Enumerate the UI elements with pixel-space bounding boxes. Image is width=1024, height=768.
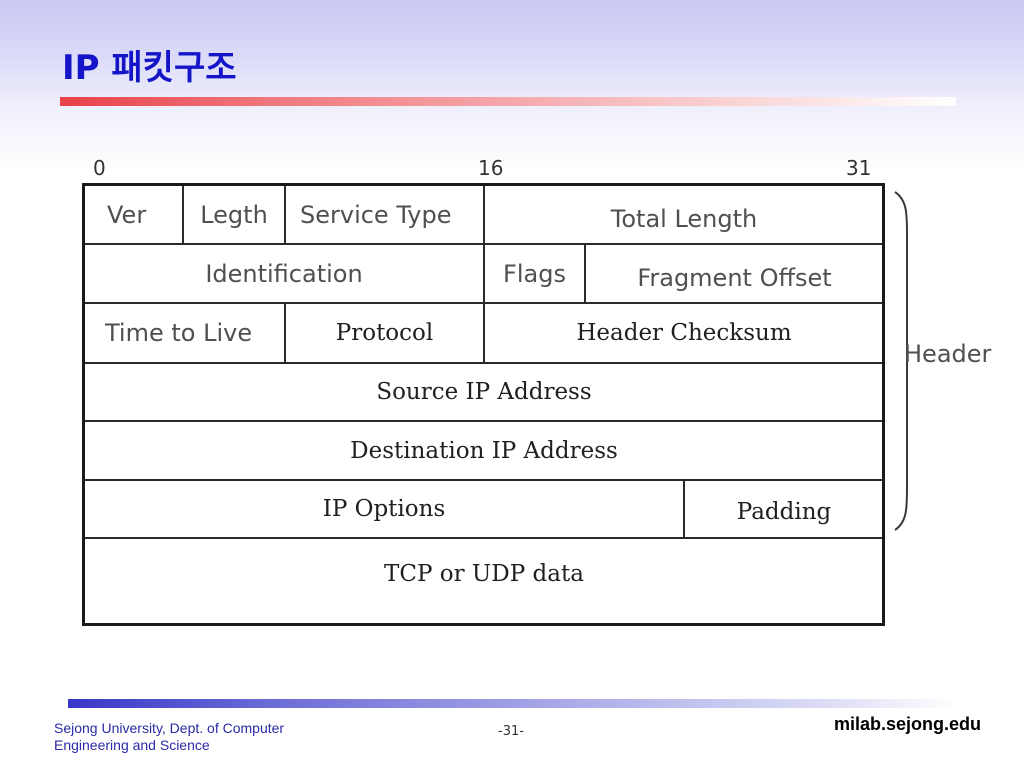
field-flags: Flags [503, 259, 566, 288]
field-padding: Padding [736, 499, 832, 525]
field-fragment-offset: Fragment Offset [637, 263, 832, 292]
column-divider [284, 303, 286, 363]
field-payload: TCP or UDP data [384, 561, 584, 587]
field-ver: Ver [107, 200, 147, 229]
title-divider [60, 97, 956, 106]
field-ip-options: IP Options [322, 496, 446, 522]
footer-org-line1: Sejong University, Dept. of Computer [54, 720, 285, 736]
footer-org-line2: Engineering and Science [54, 737, 210, 753]
bit-marker-31: 31 [846, 156, 872, 180]
bit-marker-0: 0 [93, 156, 106, 180]
column-divider [182, 186, 184, 244]
ip-header-diagram: Ver Legth Service Type Total Length Iden… [82, 183, 885, 626]
field-protocol: Protocol [335, 320, 434, 346]
header-brace [894, 191, 908, 531]
row-divider [85, 362, 882, 364]
field-identification: Identification [205, 259, 363, 288]
footer-divider [68, 699, 958, 708]
page-number: -31- [498, 724, 524, 739]
bit-marker-16: 16 [478, 156, 504, 180]
field-total-length: Total Length [610, 204, 758, 233]
field-header-checksum: Header Checksum [576, 320, 792, 346]
slide-title: IP 패킷구조 [62, 48, 237, 88]
footer-site: milab.sejong.edu [834, 714, 982, 734]
column-divider [483, 186, 485, 363]
field-length: Legth [200, 200, 268, 229]
field-service-type: Service Type [300, 200, 452, 229]
field-source-ip: Source IP Address [376, 379, 592, 405]
column-divider [683, 480, 685, 538]
footer-organization: Sejong University, Dept. of Computer Eng… [54, 720, 284, 754]
row-divider [85, 479, 882, 481]
column-divider [584, 244, 586, 303]
field-destination-ip: Destination IP Address [350, 437, 618, 464]
field-ttl: Time to Live [105, 319, 253, 347]
column-divider [284, 186, 286, 244]
header-label: Header [904, 340, 992, 368]
row-divider [85, 420, 882, 422]
row-divider [85, 537, 882, 539]
